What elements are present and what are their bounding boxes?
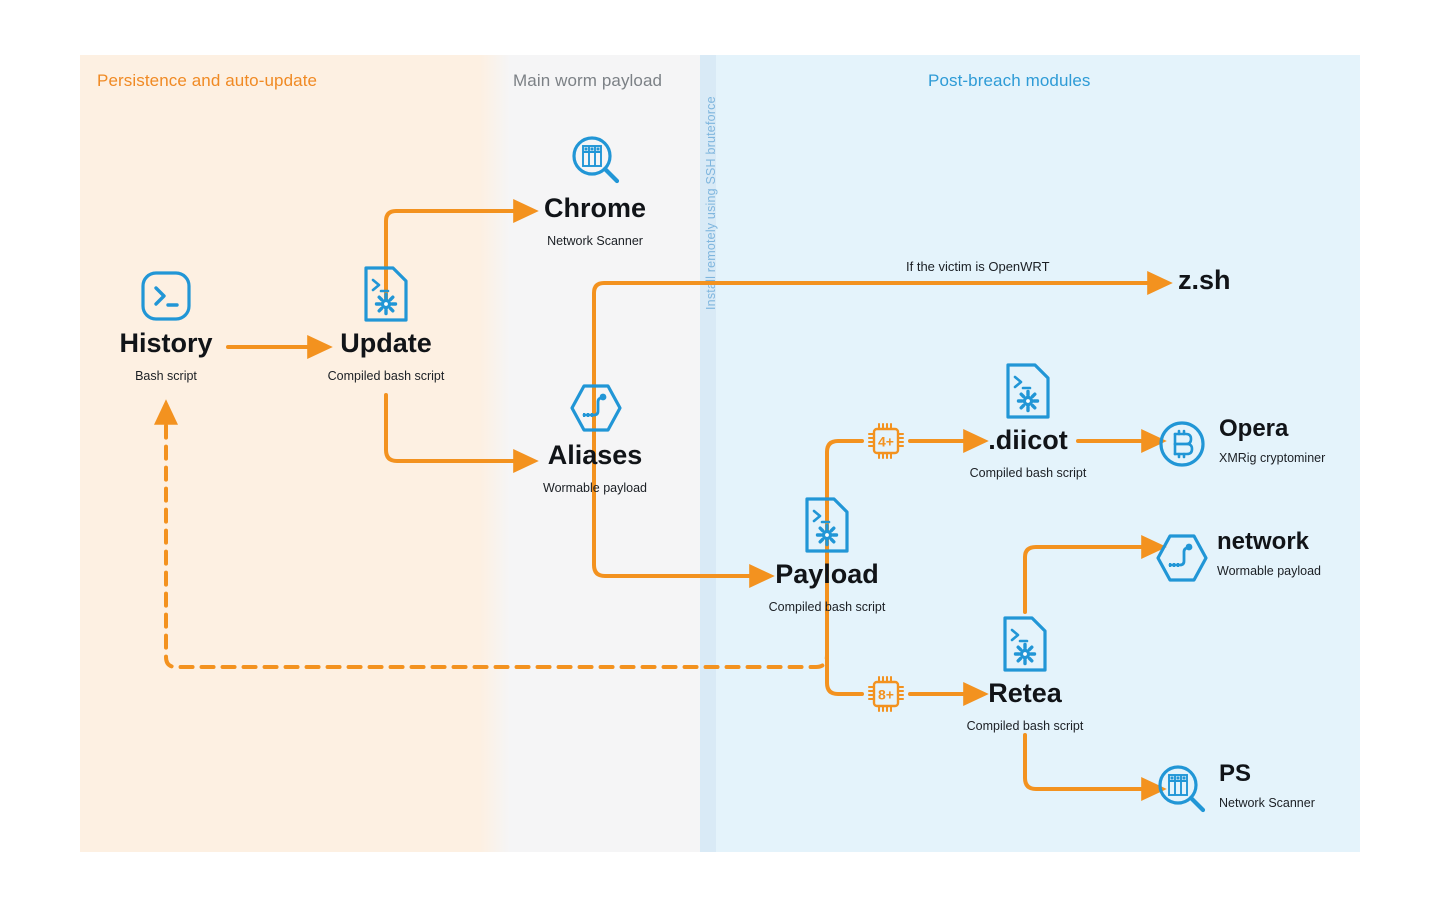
node-update-subtitle: Compiled bash script bbox=[327, 369, 445, 383]
node-retea-name: Retea bbox=[988, 678, 1062, 708]
band-title-worm: Main worm payload bbox=[513, 71, 663, 90]
chip-8plus[interactable]: 8+ bbox=[864, 672, 908, 716]
band-post-breach-background bbox=[716, 55, 1360, 852]
band-persistence-background bbox=[80, 55, 480, 852]
arrow-retea-to-ps bbox=[1023, 733, 1167, 801]
node-network-name: network bbox=[1217, 528, 1310, 555]
arrow-update-to-chrome bbox=[384, 199, 539, 302]
node-chrome-name: Chrome bbox=[543, 193, 647, 223]
node-chrome-subtitle: Network Scanner bbox=[547, 234, 643, 248]
node-ps-subtitle: Network Scanner bbox=[1219, 796, 1315, 810]
cpu-chip-icon: 8+ bbox=[864, 672, 908, 721]
band-title-post-breach: Post-breach modules bbox=[928, 71, 1091, 90]
node-diicot-name: .diicot bbox=[988, 425, 1068, 455]
node-history-subtitle: Bash script bbox=[135, 369, 197, 383]
node-aliases-subtitle: Wormable payload bbox=[543, 481, 647, 495]
arrow-retea-to-network bbox=[1023, 535, 1167, 614]
band-bridge-background bbox=[700, 55, 716, 852]
chip-4plus-label: 4+ bbox=[878, 434, 894, 450]
node-retea[interactable]: Retea Compiled bash script bbox=[945, 615, 1105, 755]
terminal-rounded-icon bbox=[140, 270, 192, 327]
arrow-aliases-to-zsh bbox=[592, 271, 1173, 507]
bitcoin-circle-icon bbox=[1156, 418, 1208, 475]
band-persistence-fade bbox=[480, 55, 510, 852]
node-update-name: Update bbox=[340, 328, 432, 358]
arrow-feedback-payload-to-history bbox=[154, 399, 829, 669]
node-diicot[interactable]: .diicot Compiled bash script bbox=[948, 362, 1108, 502]
node-payload[interactable]: Payload Compiled bash script bbox=[747, 496, 907, 636]
script-file-gear-icon bbox=[1005, 362, 1051, 425]
arrow-payload-to-chip-4plus bbox=[825, 439, 864, 627]
network-scanner-magnifier-icon bbox=[570, 135, 622, 192]
node-payload-subtitle: Compiled bash script bbox=[768, 600, 886, 614]
node-opera[interactable]: Opera XMRig cryptominer bbox=[1156, 415, 1386, 475]
network-scanner-magnifier-icon bbox=[1156, 764, 1208, 821]
node-history-name: History bbox=[119, 328, 213, 358]
edge-label-openwrt-condition: If the victim is OpenWRT bbox=[906, 259, 1050, 274]
script-file-gear-icon bbox=[363, 265, 409, 328]
node-chrome[interactable]: Chrome Network Scanner bbox=[515, 135, 675, 265]
chip-8plus-label: 8+ bbox=[878, 687, 894, 703]
node-network-subtitle: Wormable payload bbox=[1217, 564, 1321, 578]
arrow-aliases-to-payload bbox=[592, 503, 775, 588]
arrow-payload-to-chip-8plus bbox=[825, 623, 864, 696]
node-update[interactable]: Update Compiled bash script bbox=[306, 265, 466, 405]
node-diicot-subtitle: Compiled bash script bbox=[969, 466, 1087, 480]
script-file-gear-icon bbox=[804, 496, 850, 559]
node-zsh[interactable]: z.sh bbox=[1178, 265, 1318, 309]
band-title-persistence: Persistence and auto-update bbox=[97, 71, 318, 90]
script-file-gear-icon bbox=[1002, 615, 1048, 678]
node-ps[interactable]: PS Network Scanner bbox=[1156, 760, 1386, 820]
node-payload-name: Payload bbox=[775, 559, 879, 589]
hexagon-worm-icon bbox=[568, 382, 624, 439]
node-aliases-name: Aliases bbox=[547, 440, 643, 470]
node-history[interactable]: History Bash script bbox=[106, 270, 226, 405]
node-network[interactable]: network Wormable payload bbox=[1154, 528, 1384, 588]
node-ps-name: PS bbox=[1219, 760, 1252, 787]
chip-4plus[interactable]: 4+ bbox=[864, 419, 908, 463]
node-opera-subtitle: XMRig cryptominer bbox=[1219, 451, 1326, 465]
node-aliases[interactable]: Aliases Wormable payload bbox=[515, 382, 675, 512]
node-zsh-name: z.sh bbox=[1178, 265, 1231, 295]
cpu-chip-icon: 4+ bbox=[864, 419, 908, 468]
node-opera-name: Opera bbox=[1219, 415, 1289, 442]
hexagon-worm-icon bbox=[1154, 532, 1210, 589]
arrow-update-to-aliases bbox=[384, 393, 539, 473]
node-retea-subtitle: Compiled bash script bbox=[966, 719, 1084, 733]
band-worm-background bbox=[510, 55, 700, 852]
